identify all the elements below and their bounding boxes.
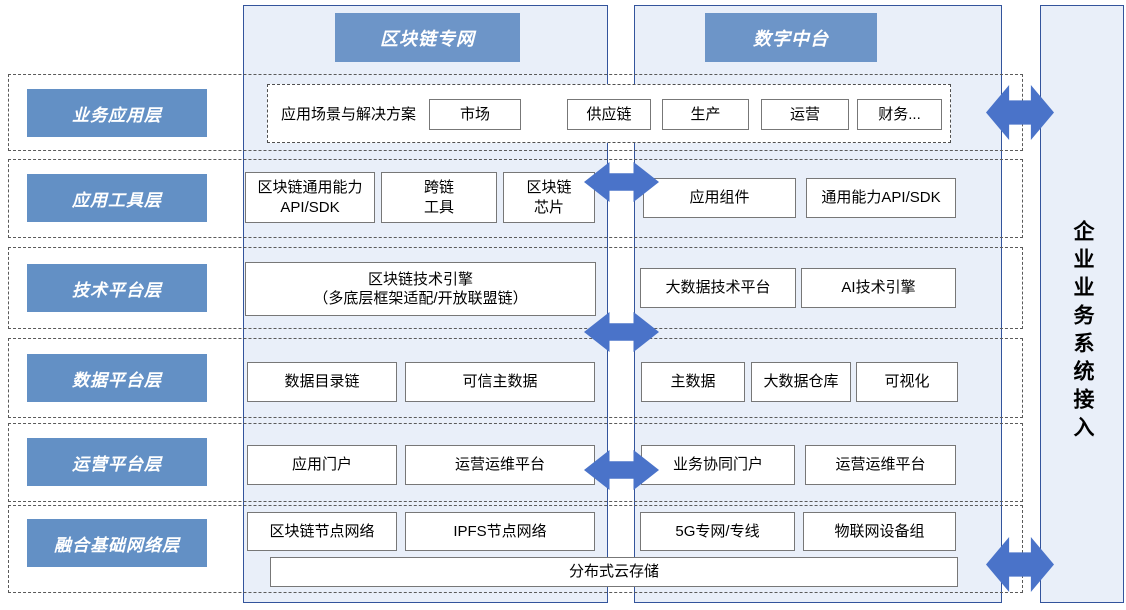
box-distributed-cloud-storage: 分布式云存储	[270, 557, 958, 587]
layer-label-app-tools: 应用工具层	[27, 174, 207, 222]
box-collab-portal: 业务协同门户	[641, 445, 795, 485]
layer-label-tech-platform: 技术平台层	[27, 264, 207, 312]
header-digital-platform: 数字中台	[705, 13, 877, 62]
box-general-api-sdk: 通用能力API/SDK	[806, 178, 956, 218]
box-ops-platform-right: 运营运维平台	[805, 445, 956, 485]
box-ipfs-node-network: IPFS节点网络	[405, 512, 595, 551]
box-cross-chain-tools: 跨链 工具	[381, 172, 497, 223]
box-ai-engine: AI技术引擎	[801, 268, 956, 308]
enterprise-access-bar: 企业业务系统接入	[1040, 5, 1124, 603]
application-scenarios-panel: 应用场景与解决方案 市场 供应链 生产 运营 财务...	[267, 84, 951, 143]
layer-row-network	[8, 505, 1023, 593]
layer-row-tech-platform	[8, 247, 1023, 329]
box-app-portal: 应用门户	[247, 445, 397, 485]
header-blockchain-network: 区块链专网	[335, 13, 520, 62]
box-app-components: 应用组件	[643, 178, 796, 218]
box-5g-network: 5G专网/专线	[640, 512, 795, 551]
box-trusted-master-data: 可信主数据	[405, 362, 595, 402]
application-scenarios-label: 应用场景与解决方案	[281, 106, 417, 123]
box-operation: 运营	[761, 99, 849, 130]
box-blockchain-chip: 区块链 芯片	[503, 172, 595, 223]
box-market: 市场	[429, 99, 521, 130]
layer-row-app-tools	[8, 159, 1023, 238]
box-finance: 财务...	[857, 99, 942, 130]
layer-row-ops-platform	[8, 423, 1023, 502]
enterprise-access-label: 企业业务系统接入	[1071, 219, 1094, 444]
layer-row-data-platform	[8, 338, 1023, 418]
box-master-data: 主数据	[641, 362, 745, 402]
box-supply-chain: 供应链	[567, 99, 651, 130]
box-blockchain-node-network: 区块链节点网络	[247, 512, 397, 551]
layer-label-data-platform: 数据平台层	[27, 354, 207, 402]
box-bigdata-warehouse: 大数据仓库	[751, 362, 851, 402]
layer-label-business-app: 业务应用层	[27, 89, 207, 137]
box-bigdata-platform: 大数据技术平台	[640, 268, 796, 308]
layer-label-ops-platform: 运营平台层	[27, 438, 207, 486]
layer-label-network: 融合基础网络层	[27, 519, 207, 567]
box-production: 生产	[662, 99, 749, 130]
box-blockchain-engine: 区块链技术引擎 （多底层框架适配/开放联盟链）	[245, 262, 596, 316]
box-ops-platform-left: 运营运维平台	[405, 445, 595, 485]
box-blockchain-api-sdk: 区块链通用能力 API/SDK	[245, 172, 375, 223]
box-visualization: 可视化	[856, 362, 958, 402]
box-data-catalog-chain: 数据目录链	[247, 362, 397, 402]
box-iot-devices: 物联网设备组	[803, 512, 956, 551]
